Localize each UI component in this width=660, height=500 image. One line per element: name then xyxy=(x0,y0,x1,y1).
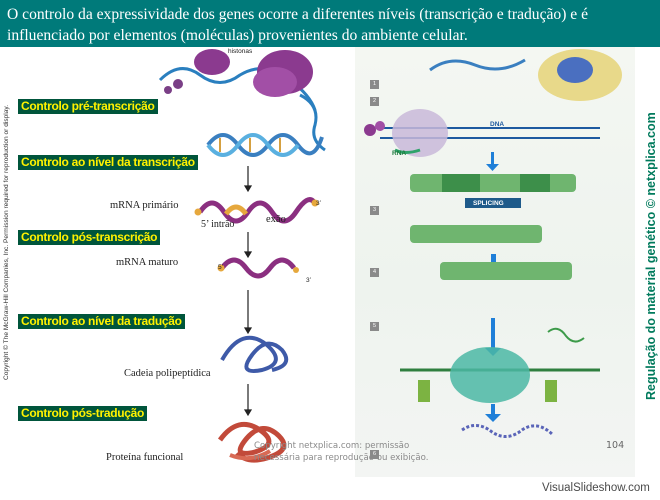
label-post-translation: Controlo pós-tradução xyxy=(18,406,148,421)
step-3: 3 xyxy=(370,206,379,215)
ribosome-icon xyxy=(400,327,600,403)
slide-header: O controlo da expressividade dos genes o… xyxy=(0,0,660,47)
step-2: 2 xyxy=(370,97,379,106)
histone-complex-icon xyxy=(158,49,326,152)
dna-helix-icon xyxy=(206,133,324,157)
histonas-label: histonas xyxy=(228,48,253,55)
proteina-label: Proteína funcional xyxy=(106,452,184,463)
mature-mrna-icon xyxy=(217,257,299,279)
label-post-transcription: Controlo pós-transcrição xyxy=(18,230,161,245)
dna-label: DNA xyxy=(490,121,505,128)
transcription-icon xyxy=(364,109,600,157)
step-1: 1 xyxy=(370,80,379,89)
label-pre-transcription: Controlo pré-transcrição xyxy=(18,99,158,114)
mrna-maturo-label: mRNA maturo xyxy=(116,257,179,268)
step-6: 6 xyxy=(370,450,379,459)
primary-mrna-icon xyxy=(194,197,319,224)
splicing-label: SPLICING xyxy=(473,200,504,207)
label-transcription: Controlo ao nível da transcrição xyxy=(18,155,198,170)
five-prime-b-label: 5’ xyxy=(218,264,224,271)
step-4: 4 xyxy=(370,268,379,277)
primary-transcript-icon xyxy=(410,174,576,192)
side-title: Regulação do material genético © netxpli… xyxy=(644,112,658,400)
three-prime-a-label: 3’ xyxy=(316,200,322,207)
cell-icon xyxy=(429,49,622,101)
protein-icon xyxy=(217,421,287,463)
page-number: 104 xyxy=(606,440,625,451)
step-5: 5 xyxy=(370,322,379,331)
label-translation: Controlo ao nível da tradução xyxy=(18,314,185,329)
watermark: VisualSlideshow.com xyxy=(542,482,650,494)
three-prime-b-label: 3’ xyxy=(306,277,312,284)
cadeia-label: Cadeia polipeptídica xyxy=(124,368,211,379)
polypeptide-icon xyxy=(220,335,289,373)
intrao-label: 5’ intrão xyxy=(201,219,235,230)
copyright-notice: Copyright © The McGraw-Hill Companies, I… xyxy=(3,104,10,380)
slide-title: O controlo da expressividade dos genes o… xyxy=(7,6,589,44)
mrna-primario-label: mRNA primário xyxy=(110,200,179,211)
splicing-icon xyxy=(465,198,521,208)
exao-label: exão xyxy=(266,214,286,225)
left-rail xyxy=(0,47,16,477)
rna-label: RNA xyxy=(392,150,407,157)
mature-transcript-icon xyxy=(410,225,542,243)
protein-chain-icon xyxy=(461,424,554,438)
cytoplasm-mrna-icon xyxy=(440,262,572,280)
footer-copyright: Copyright netxplica.com: permissão neces… xyxy=(254,441,429,463)
